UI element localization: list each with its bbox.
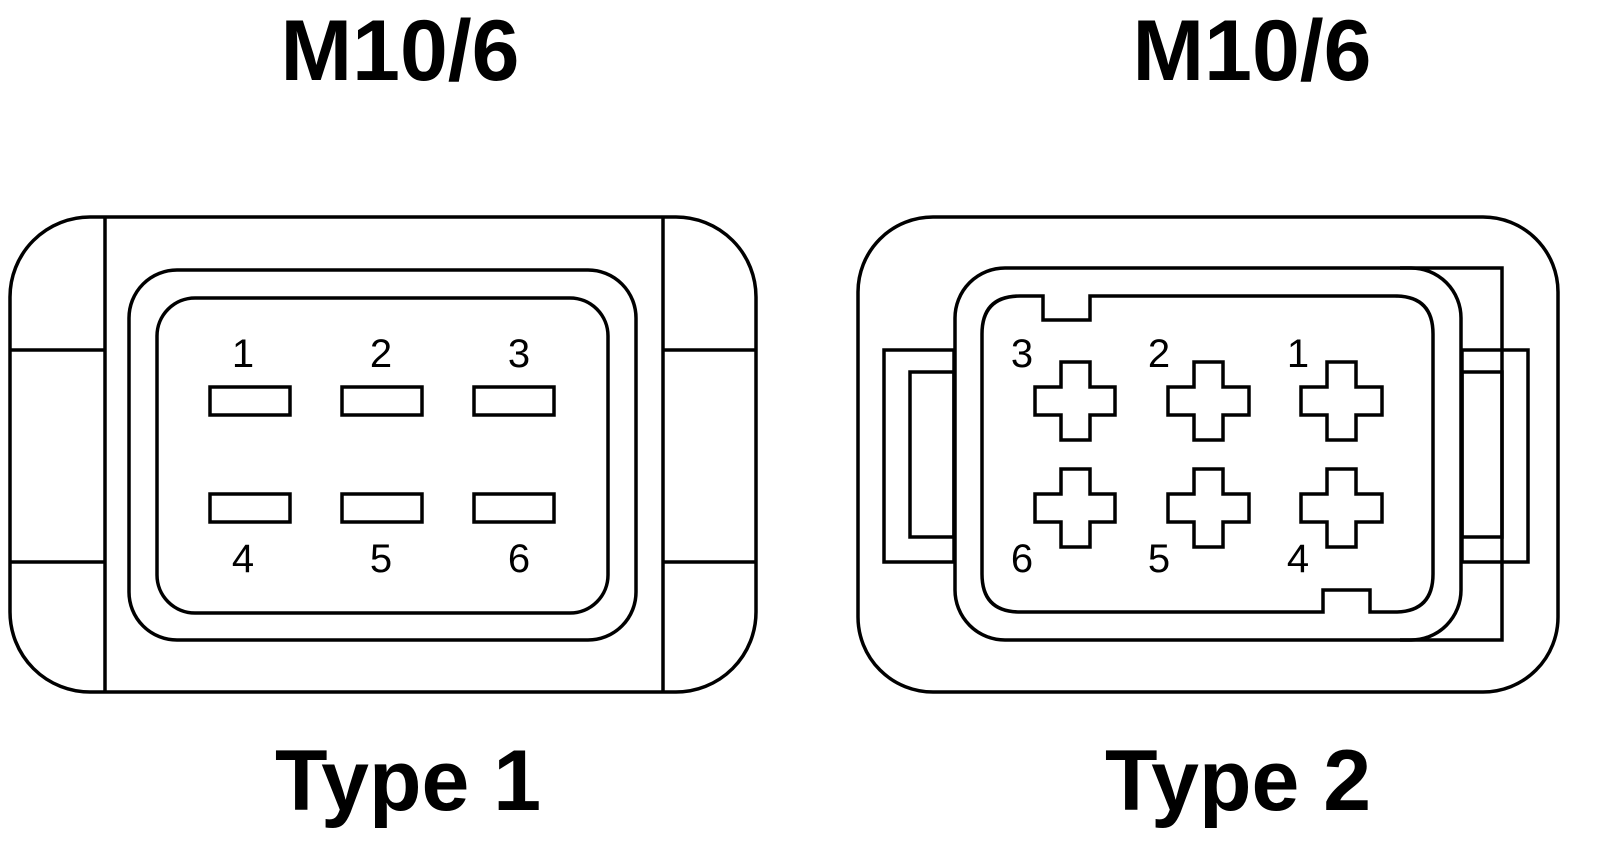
type2-pin-label: 3 [1011,332,1033,376]
connector-type2-label: Type 2 [1105,733,1371,829]
connector-type1: M10/6 1 2 3 4 5 6 Type 1 [8,3,758,829]
type1-pin-label: 3 [508,332,530,376]
type2-pin-label: 4 [1287,537,1309,581]
connector-type2: M10/6 3 2 1 6 5 4 Type 2 [856,3,1560,829]
type2-pin-label: 2 [1148,332,1170,376]
type2-pin-label: 1 [1287,332,1309,376]
connector-type2-title: M10/6 [1132,3,1371,99]
type2-pin-socket [1299,467,1384,549]
type1-pin-slot [472,492,556,524]
type1-inner-frame [155,296,610,615]
type2-shell-offset [1400,266,1504,642]
type2-pin-socket [1166,467,1251,549]
connector-type1-label: Type 1 [275,733,541,829]
type1-pin-label: 6 [508,537,530,581]
connector-type1-title: M10/6 [280,3,519,99]
type2-pin-socket [1033,467,1117,549]
type2-pin-label: 5 [1148,537,1170,581]
type1-pin-slot [340,385,424,417]
type2-left-latch-inner [908,370,956,539]
type2-housing [856,215,1560,694]
type2-pin-socket [1033,360,1117,442]
type1-pin-slot [340,492,424,524]
type1-pin-label: 1 [232,332,254,376]
type2-outer-frame [953,266,1463,642]
type2-left-latch [882,348,956,564]
type1-pin-label: 2 [370,332,392,376]
type1-outer-frame [127,268,638,642]
type2-pin-socket [1299,360,1384,442]
type2-pin-label: 6 [1011,537,1033,581]
type2-pin-socket [1166,360,1251,442]
type1-pin-label: 5 [370,537,392,581]
type2-right-latch-inner [1460,370,1504,539]
type1-pin-slot [208,385,292,417]
type2-right-latch [1460,348,1530,564]
type1-pin-slot [208,492,292,524]
type1-pin-slot [472,385,556,417]
type1-pin-label: 4 [232,537,254,581]
type1-housing [8,215,758,694]
type2-inner-frame-keyed [980,294,1435,614]
